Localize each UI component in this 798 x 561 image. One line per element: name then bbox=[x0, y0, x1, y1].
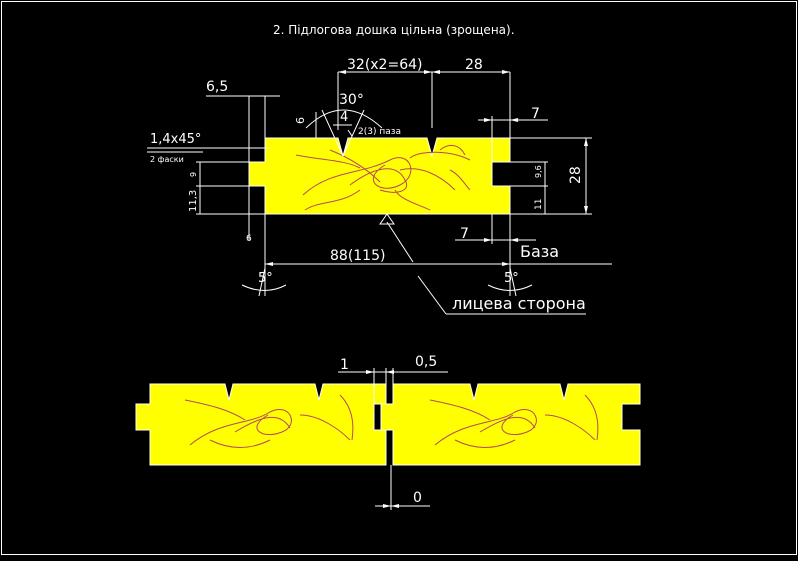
dim-groove-offset: 6,5 bbox=[206, 79, 228, 95]
wood-grain bbox=[295, 144, 471, 211]
dim-left-6: 6 bbox=[246, 234, 252, 244]
arrowhead bbox=[424, 70, 432, 74]
dim-groove-spacing: 32(x2=64) bbox=[347, 57, 422, 73]
arrowhead bbox=[366, 370, 374, 374]
dim-angle-30: 30° bbox=[339, 92, 364, 108]
dim-arc-left bbox=[241, 284, 287, 291]
dim-left-9: 9 bbox=[189, 172, 198, 177]
angle-line bbox=[321, 109, 344, 157]
dim-right-9-6: 9,6 bbox=[534, 165, 543, 178]
dim-left-11-3: 11,3 bbox=[188, 190, 199, 212]
wood-grain-right bbox=[429, 394, 599, 448]
dim-gap-1: 1 bbox=[340, 357, 349, 373]
leader-base bbox=[386, 221, 414, 263]
arrowhead bbox=[338, 70, 346, 74]
dim-groove-edge: 28 bbox=[465, 57, 483, 73]
board-left bbox=[135, 383, 387, 466]
angle-line bbox=[509, 267, 517, 297]
board-profile bbox=[248, 137, 511, 215]
dim-tongue-top: 7 bbox=[531, 106, 540, 122]
wood-grain-left bbox=[184, 394, 354, 448]
leader-face bbox=[417, 275, 447, 315]
base-label: База bbox=[520, 242, 559, 261]
angle-line bbox=[342, 109, 365, 157]
profile-view: 6,5 32(x2=64) 28 30° 6 4 2(3) паза 7 1,4… bbox=[147, 57, 612, 315]
dim-angle-right: 5° bbox=[504, 271, 519, 286]
dim-right-11: 11 bbox=[534, 199, 544, 210]
arrowhead bbox=[383, 504, 391, 508]
leader-line bbox=[347, 129, 353, 137]
joint-view: 1 0,5 0 bbox=[135, 354, 641, 510]
board-right bbox=[380, 383, 641, 466]
dim-bottom-7: 7 bbox=[460, 226, 469, 242]
angle-line bbox=[258, 267, 266, 297]
arrowhead bbox=[265, 262, 273, 266]
dim-arc-30 bbox=[305, 109, 383, 129]
dim-thickness: 28 bbox=[568, 166, 584, 184]
dim-groove-count: 2(3) паза bbox=[358, 127, 401, 137]
arrowhead bbox=[502, 70, 510, 74]
base-marker bbox=[379, 213, 395, 225]
arrowhead bbox=[386, 370, 394, 374]
dim-width: 88(115) bbox=[330, 248, 385, 264]
arrowhead bbox=[584, 138, 588, 146]
arrowhead bbox=[484, 238, 492, 242]
arrowhead bbox=[502, 262, 510, 266]
dim-chamfer: 1,4x45° bbox=[150, 132, 201, 147]
dim-groove-depth: 6 bbox=[294, 117, 307, 124]
dim-groove-top: 4 bbox=[340, 110, 348, 125]
arrowhead bbox=[584, 206, 588, 214]
arrowhead bbox=[432, 70, 440, 74]
dim-angle-left: 5° bbox=[258, 271, 273, 286]
face-label: лицева сторона bbox=[452, 294, 586, 313]
arrowhead bbox=[510, 118, 518, 122]
dim-chamfer-note: 2 фаски bbox=[150, 155, 184, 164]
arrowhead bbox=[391, 504, 399, 508]
dim-gap-0: 0 bbox=[413, 490, 422, 506]
dim-arc-right bbox=[487, 284, 533, 291]
arrowhead bbox=[484, 118, 492, 122]
dim-gap-0-5: 0,5 bbox=[415, 354, 437, 370]
drawing-title: 2. Підлогова дошка цільна (зрощена). bbox=[273, 23, 515, 37]
arrowhead bbox=[510, 238, 518, 242]
